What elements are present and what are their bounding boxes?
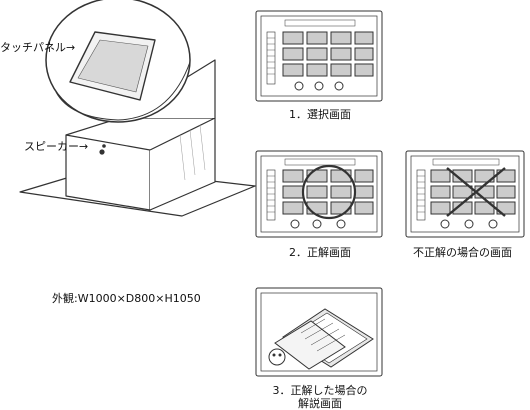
caption-explanation-screen-line1: 3．正解した場合の — [272, 384, 368, 397]
dimensions-label: 外観:W1000×D800×H1050 — [52, 292, 201, 305]
caption-selection-screen: 1．選択画面 — [289, 108, 351, 121]
caption-explanation-screen-line2: 解説画面 — [298, 397, 342, 410]
touch-panel-label: タッチパネル→ — [0, 41, 76, 54]
correct-circle-mark — [301, 164, 357, 220]
selection-screen-sketch — [255, 10, 383, 102]
explanation-screen-sketch — [255, 287, 383, 377]
incorrect-screen-sketch — [405, 150, 525, 238]
caption-correct-screen: 2．正解画面 — [289, 246, 351, 259]
speaker-grille — [99, 149, 105, 155]
caption-incorrect-screen: 不正解の場合の画面 — [413, 246, 512, 259]
incorrect-cross-mark — [446, 167, 506, 217]
speaker-label: スピーカー→ — [24, 140, 89, 153]
kiosk-illustration — [19, 0, 256, 217]
explanation-character — [268, 348, 286, 366]
correct-screen-sketch — [255, 150, 383, 238]
